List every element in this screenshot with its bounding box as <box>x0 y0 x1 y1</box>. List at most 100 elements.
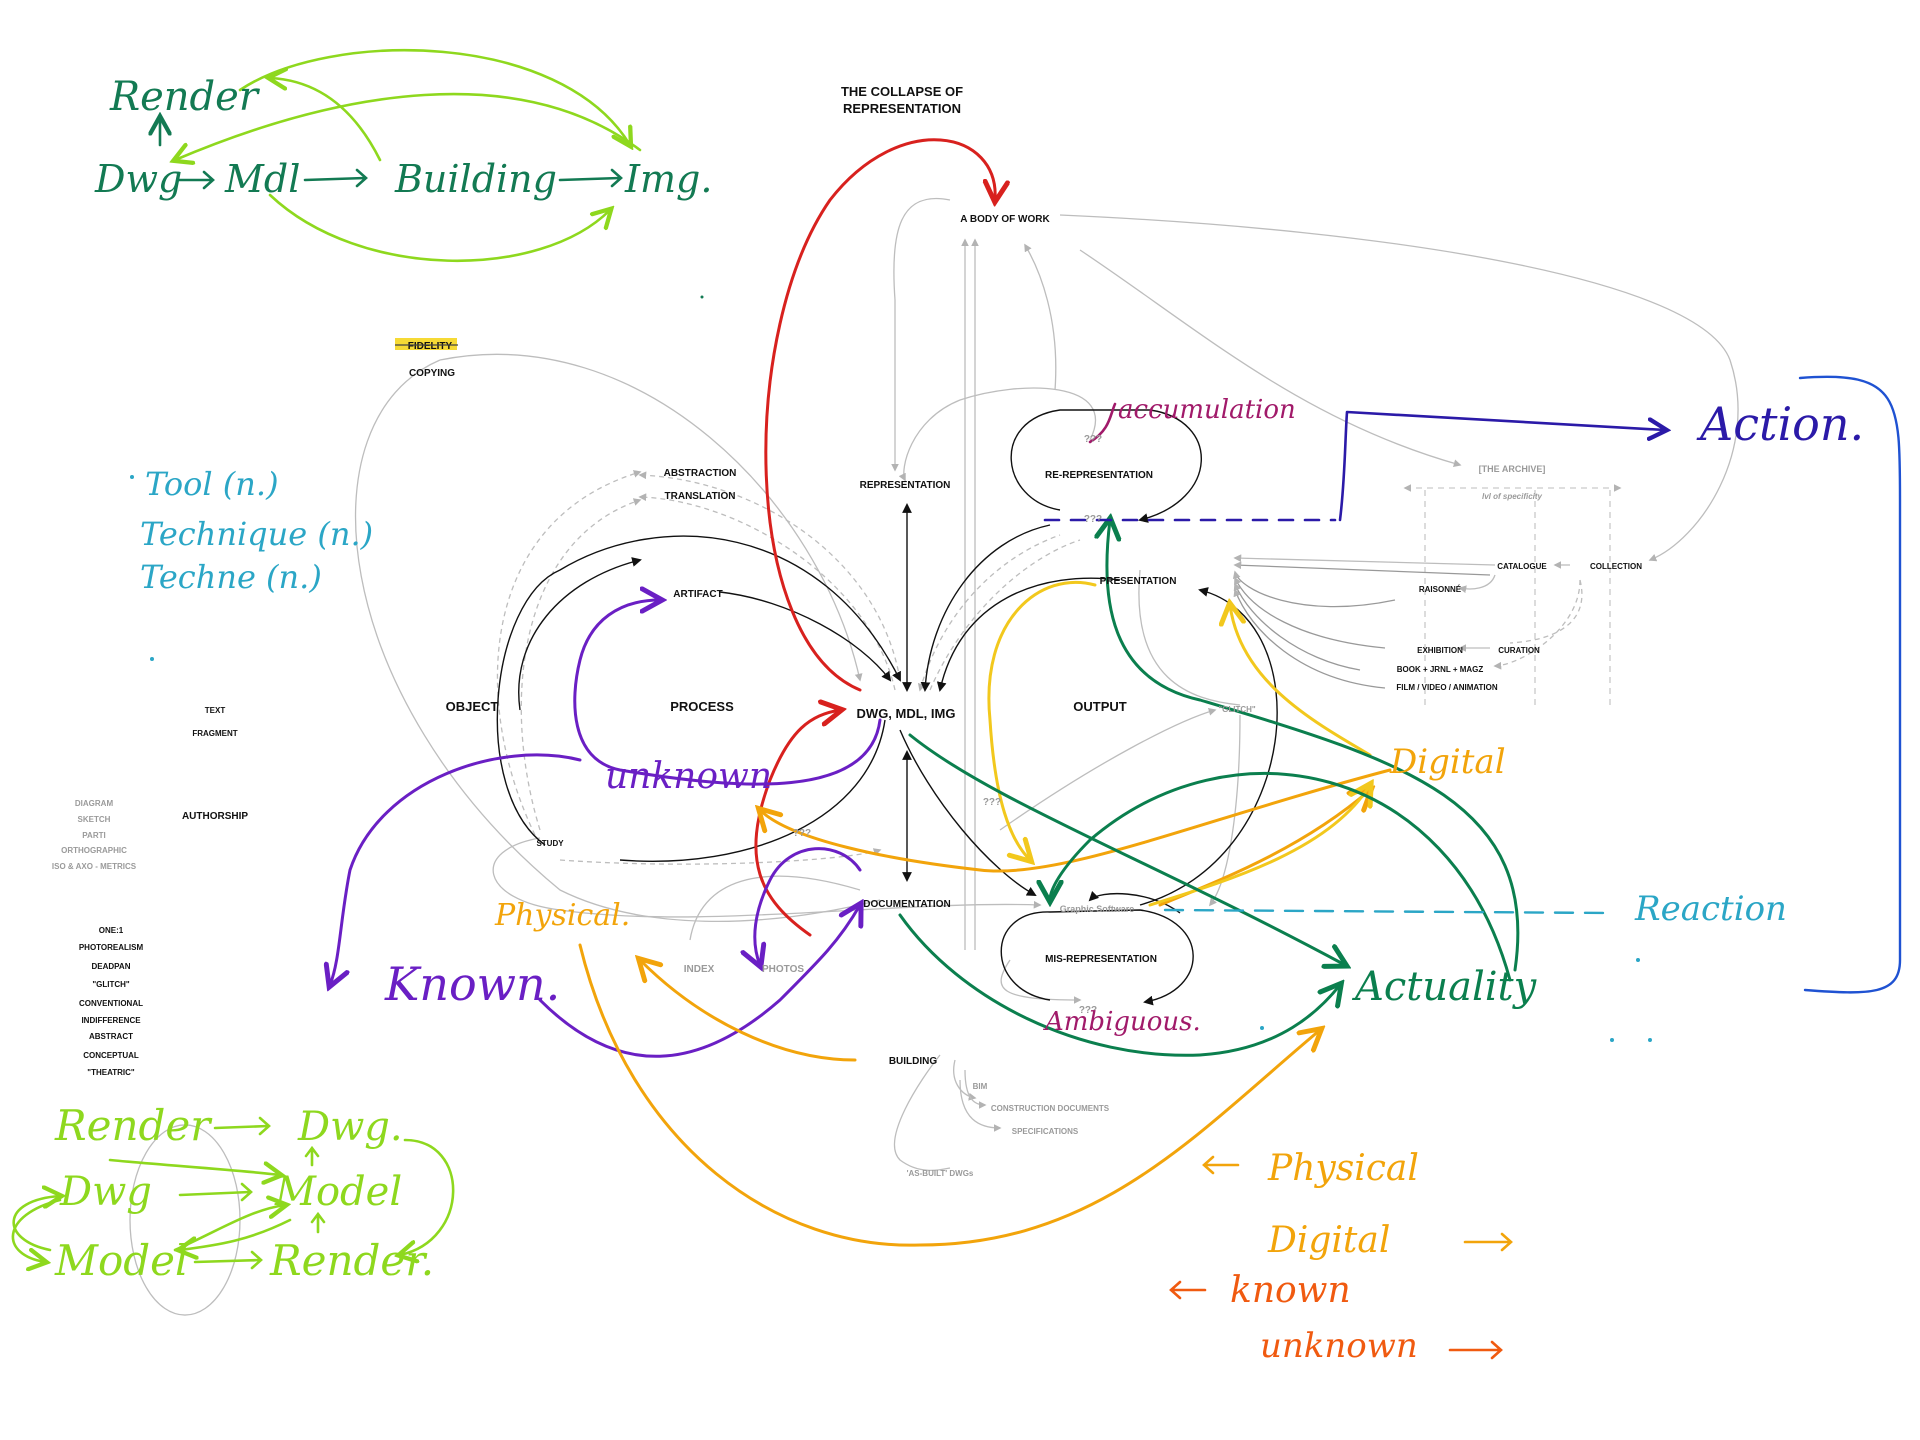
hand-known-mid: Known. <box>384 957 560 1011</box>
node-authorship: AUTHORSHIP <box>182 811 248 822</box>
node-text: TEXT <box>205 706 226 715</box>
green-stroke-rerep <box>1107 520 1520 972</box>
grey-link-output-glitch <box>999 707 1217 831</box>
green-stroke-mis <box>1050 772 1512 982</box>
node-representation: REPRESENTATION <box>860 480 951 491</box>
purple-stroke-photos <box>755 847 862 965</box>
red-stroke-photos <box>754 710 840 937</box>
output-circle-upper-arc <box>936 577 1121 692</box>
diagram-labels: THE COLLAPSE OF REPRESENTATION A BODY OF… <box>52 84 1642 1178</box>
lime-top-render-to-img <box>238 48 630 145</box>
node-copying: COPYING <box>409 368 455 379</box>
hand-model-b2: Model <box>54 1236 188 1285</box>
navy-stroke-action <box>1338 410 1665 522</box>
node-hub: DWG, MDL, IMG <box>857 706 956 721</box>
node-study: STUDY <box>536 839 564 848</box>
lime-bottom-render-loop <box>400 1138 455 1255</box>
yellow-stroke-reaction <box>1148 785 1370 907</box>
hand-ambiguous: Ambiguous. <box>1043 1007 1201 1037</box>
node-specifications: SPECIFICATIONS <box>1012 1127 1079 1136</box>
purple-stroke-artifact <box>573 600 882 786</box>
grey-link-building-bim <box>893 1054 951 1172</box>
hand-top-arrows <box>176 168 623 190</box>
hand-render-b2: Render. <box>269 1236 434 1285</box>
hand-digital-mid: Digital <box>1389 742 1506 782</box>
hand-techne: Techne (n.) <box>140 558 322 596</box>
node-q4: ??? <box>793 828 811 839</box>
grey-link-cd <box>964 1069 987 1109</box>
pres-to-hub <box>920 524 1051 692</box>
grey-link-copying-loop <box>354 359 881 923</box>
process-circle-left-arc <box>496 535 901 846</box>
mis-rep-loop <box>1000 909 1194 1006</box>
node-curation: CURATION <box>1498 646 1540 655</box>
grey-link-archive <box>1079 249 1462 468</box>
legend-physical: Physical <box>1267 1148 1419 1189</box>
re-rep-loop <box>1010 409 1202 523</box>
grey-link-copying-hub <box>439 353 863 682</box>
purple-stroke-known <box>330 753 582 985</box>
style-list: ONE:1 PHOTOREALISM DEADPAN "GLITCH" CONV… <box>79 926 144 1077</box>
hand-model-b1: Model <box>274 1169 402 1215</box>
node-lvl-specificity: lvl of specificity <box>1482 492 1543 501</box>
node-q3: ??? <box>983 797 1001 808</box>
node-raisonne: RAISONNÉ <box>1419 585 1462 594</box>
orange-stroke-physical-up <box>760 768 1392 873</box>
node-body-of-work: A BODY OF WORK <box>960 214 1050 225</box>
handdrawn-strokes <box>11 48 1902 1262</box>
hand-accumulation: accumulation <box>1118 395 1296 425</box>
node-q5: ??? <box>1079 1005 1097 1016</box>
node-q1: ??? <box>1084 434 1102 445</box>
orange-stroke-big-loop <box>578 943 1320 1247</box>
node-film: FILM / VIDEO / ANIMATION <box>1396 683 1498 692</box>
style-list-item: ABSTRACT <box>89 1032 133 1041</box>
hand-technique: Technique (n.) <box>140 515 373 553</box>
hand-dwg-b1: Dwg. <box>297 1104 403 1150</box>
grey-list-item: ORTHOGRAPHIC <box>61 846 127 855</box>
yellow-stroke-output <box>987 580 1097 860</box>
node-the-archive: [THE ARCHIVE] <box>1479 464 1546 474</box>
hand-dwg-b2: Dwg <box>59 1169 152 1215</box>
node-output: OUTPUT <box>1073 699 1127 714</box>
node-mis-representation: MIS-REPRESENTATION <box>1045 954 1157 965</box>
node-q2: ??? <box>1084 514 1102 525</box>
hand-bottom-arrows <box>178 1116 326 1270</box>
node-presentation: PRESENTATION <box>1100 576 1177 587</box>
hand-actuality: Actuality <box>1351 964 1538 1010</box>
legend-unknown: unknown <box>1260 1326 1418 1366</box>
node-building: BUILDING <box>889 1056 938 1067</box>
node-glitch: "GLITCH" <box>1218 705 1256 714</box>
hand-mdl-top: Mdl <box>224 157 300 201</box>
magenta-stroke-accum <box>1088 402 1117 444</box>
grey-link-bim <box>953 1059 977 1101</box>
style-list-item: ONE:1 <box>99 926 124 935</box>
node-process: PROCESS <box>670 699 734 714</box>
legend-digital: Digital <box>1267 1220 1390 1261</box>
artifact-to-hub <box>719 591 892 682</box>
grey-list-item: PARTI <box>82 831 105 840</box>
orange-stroke-building <box>640 960 857 1062</box>
style-list-item: CONCEPTUAL <box>83 1051 139 1060</box>
grey-link-glitch <box>1138 569 1241 706</box>
cyan-dashes-reaction <box>1163 908 1612 915</box>
output-circle-right-arc <box>1139 587 1278 906</box>
lime-bottom-loop-left2 <box>12 1196 60 1252</box>
object-arc <box>518 557 642 711</box>
node-object: OBJECT <box>446 699 499 714</box>
grey-link-index <box>689 875 861 941</box>
hand-tool: Tool (n.) <box>145 465 279 503</box>
legend-known: known <box>1230 1270 1351 1311</box>
blue-bracket <box>1798 375 1902 994</box>
grey-list: DIAGRAM SKETCH PARTI ORTHOGRAPHIC ISO & … <box>52 799 137 871</box>
node-index: INDEX <box>684 964 715 975</box>
grey-link-body-up3 <box>1024 243 1057 391</box>
style-list-item: INDIFFERENCE <box>81 1016 141 1025</box>
grey-link-spec <box>959 1079 1002 1132</box>
green-stroke-doc <box>898 913 1340 1057</box>
lime-top-img-to-dwg <box>175 92 642 160</box>
hand-img-top: Img. <box>624 157 712 201</box>
hand-reaction: Reaction <box>1634 889 1787 929</box>
hand-render-b1: Render <box>54 1101 213 1150</box>
grey-link-ellipse <box>129 1124 241 1316</box>
